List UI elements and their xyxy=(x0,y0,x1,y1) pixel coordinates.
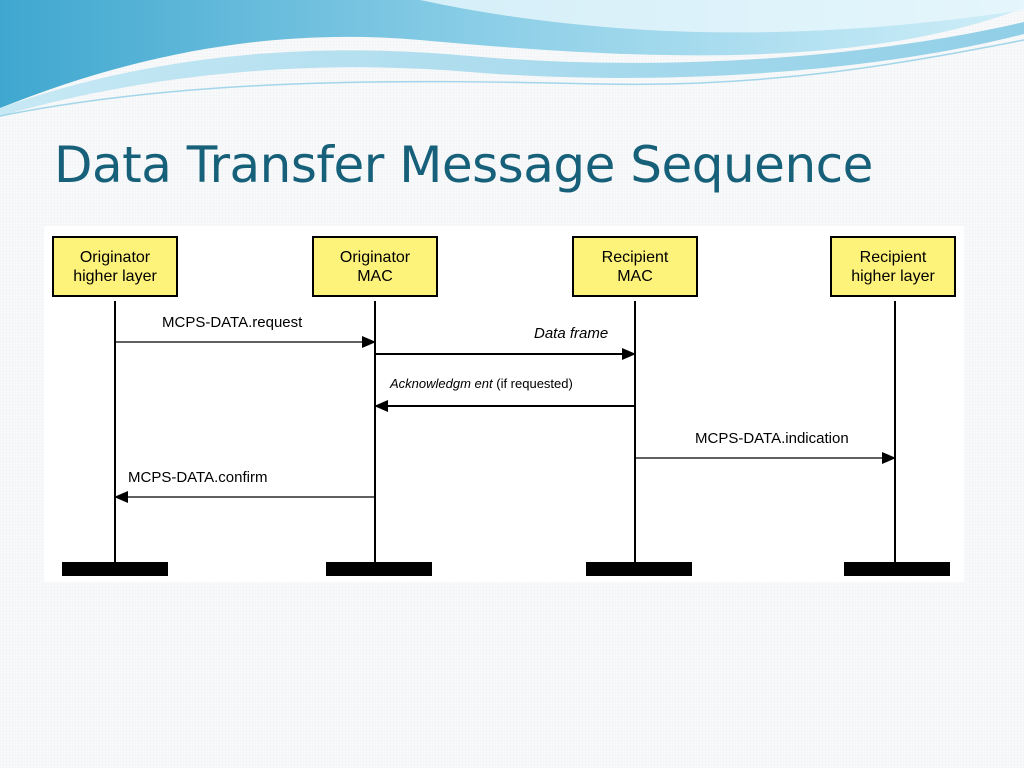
message-label-data-frame: Data frame xyxy=(534,325,609,342)
message-label-request: MCPS-DATA.request xyxy=(162,314,303,331)
message-label-acknowledgment-suffix: (if requested) xyxy=(492,376,573,391)
lifeline-end-bar-originator-higher-layer xyxy=(62,562,168,576)
participant-line1: Originator xyxy=(79,248,151,266)
slide-title: Data Transfer Message Sequence xyxy=(54,136,873,194)
participant-line1: Originator xyxy=(339,248,411,266)
lifeline-end-bar-originator-mac xyxy=(326,562,432,576)
message-label-acknowledgment-main: Acknowledgm ent xyxy=(390,376,493,391)
message-label-indication: MCPS-DATA.indication xyxy=(695,430,849,447)
sequence-diagram-lines xyxy=(114,301,896,564)
participant-line2: MAC xyxy=(357,267,393,285)
message-label-acknowledgment: Acknowledgm ent (if requested) xyxy=(390,376,573,391)
participant-line2: MAC xyxy=(617,267,653,285)
message-label-confirm: MCPS-DATA.confirm xyxy=(128,469,268,486)
lifeline-end-bar-recipient-higher-layer xyxy=(844,562,950,576)
lifeline-end-bar-recipient-mac xyxy=(586,562,692,576)
participant-line1: Recipient xyxy=(601,248,669,266)
participant-line1: Recipient xyxy=(859,248,927,266)
participant-line2: higher layer xyxy=(73,267,157,285)
participant-line2: higher layer xyxy=(851,267,935,285)
header-wave-decoration xyxy=(0,0,1024,117)
